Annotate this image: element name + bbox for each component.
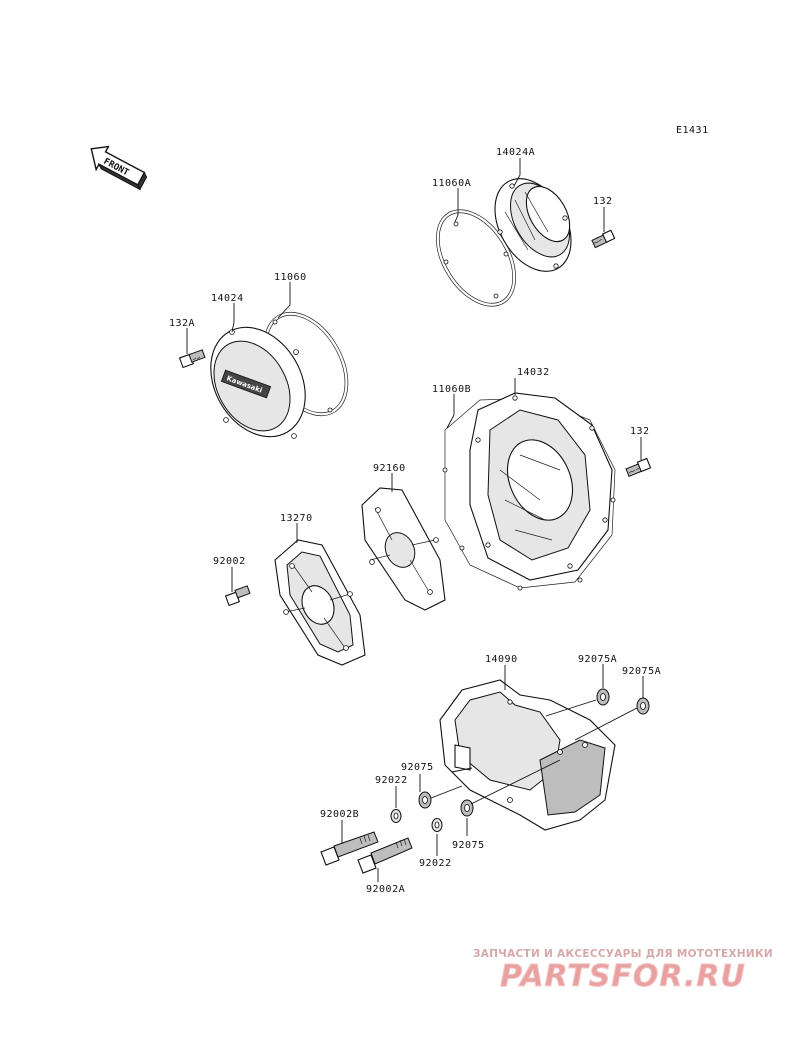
part-label: 92002: [213, 556, 246, 567]
part-92002-bolt: [224, 585, 251, 607]
part-label: 92075A: [578, 654, 617, 665]
part-label: 92075: [401, 762, 434, 773]
part-label: 132: [593, 196, 613, 207]
part-132-bolt-mid: [625, 457, 652, 477]
part-label: 132: [630, 426, 650, 437]
part-label: 11060A: [432, 178, 471, 189]
leader-lines: [186, 158, 644, 882]
part-label: 14090: [485, 654, 518, 665]
part-label: 14024A: [496, 147, 535, 158]
part-label: 92160: [373, 463, 406, 474]
part-11060A-gasket: [436, 209, 516, 307]
part-label: 11060B: [432, 384, 471, 395]
part-label: 13270: [280, 513, 313, 524]
part-label: 92075A: [622, 666, 661, 677]
part-label: 92022: [419, 858, 452, 869]
part-label: 92075: [452, 840, 485, 851]
watermark: ЗАПЧАСТИ И АКСЕССУАРЫ ДЛЯ МОТОТЕХНИКИ PA…: [458, 948, 788, 994]
diagram-code: E1431: [676, 125, 709, 136]
part-label: 14032: [517, 367, 550, 378]
part-92160-plate: [361, 487, 446, 611]
part-92075-grommet-2: [460, 799, 474, 817]
part-92075A-grommet-2: [636, 697, 650, 715]
part-92022-collar-2: [431, 818, 443, 832]
part-132-bolt-top: [591, 229, 616, 249]
part-92002B-bolt: [320, 831, 379, 866]
part-label: 92002A: [366, 884, 405, 895]
part-14024A-cover: [494, 178, 572, 272]
part-label: 11060: [274, 272, 307, 283]
watermark-logo: PARTSFOR.RU: [500, 959, 746, 994]
part-92075-grommet-1: [418, 791, 432, 809]
part-label: 92002B: [320, 809, 359, 820]
part-132A-bolt: [178, 349, 206, 369]
front-arrow-icon: FRONT: [90, 145, 148, 191]
part-92022-collar-1: [390, 809, 402, 823]
part-14024-cover: Kawasaki: [210, 326, 306, 439]
part-label: 92022: [375, 775, 408, 786]
part-14090-cover: [439, 679, 616, 831]
part-92002A-bolt: [357, 837, 413, 874]
watermark-caption: ЗАПЧАСТИ И АКСЕССУАРЫ ДЛЯ МОТОТЕХНИКИ: [473, 948, 773, 960]
part-label: 14024: [211, 293, 244, 304]
part-92075A-grommet-1: [596, 688, 610, 706]
part-14032-cover: [469, 392, 613, 581]
part-label: 132A: [169, 318, 195, 329]
part-13270-plate: [274, 539, 366, 666]
